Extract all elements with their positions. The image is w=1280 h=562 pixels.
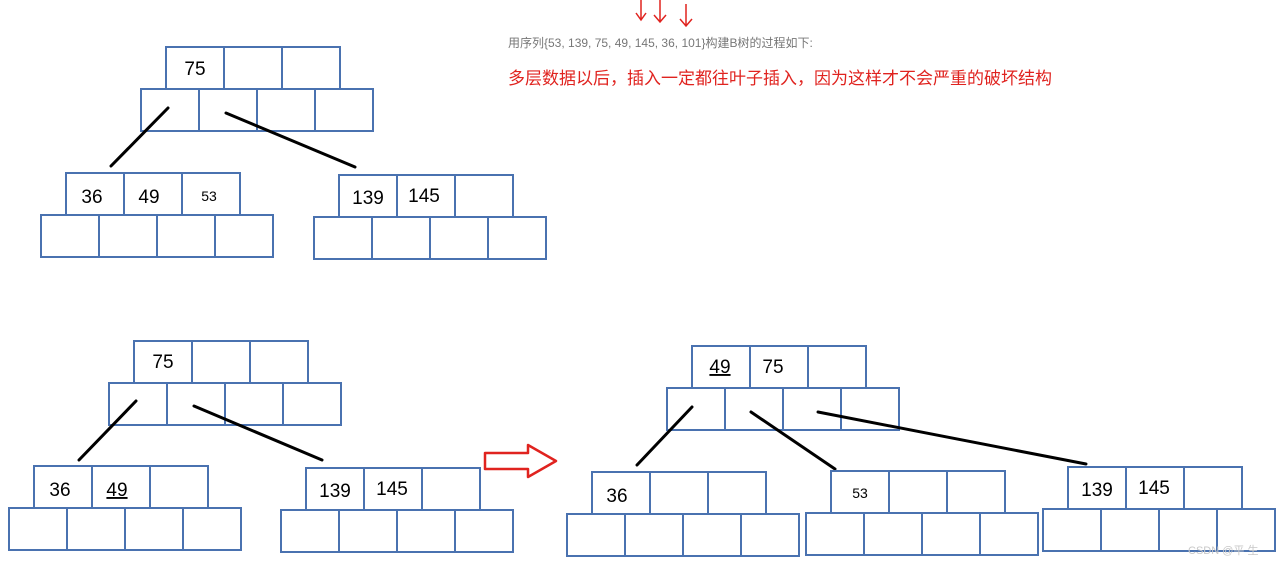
btree-step-1: 75 36 49 53 139 145 <box>40 46 547 260</box>
left-leaf-key-2: 49 <box>138 187 159 208</box>
left-leaf-node: 36 49 53 <box>40 172 274 258</box>
left-leaf-key-2: 49 <box>106 480 127 501</box>
btree-step-3: 49 75 36 53 <box>566 345 1276 557</box>
edge-root-to-left <box>77 399 138 462</box>
edge-root-to-left <box>635 405 694 467</box>
left-leaf-node: 36 49 <box>8 465 242 551</box>
edge-root-to-right <box>224 111 357 169</box>
right-leaf-key-2: 145 <box>408 186 440 207</box>
right-leaf-node: 139 145 <box>280 467 514 553</box>
left-leaf-key-1: 36 <box>49 480 70 501</box>
root-key-1: 75 <box>152 352 173 373</box>
left-leaf-node: 36 <box>566 471 800 557</box>
right-leaf-key-2: 145 <box>376 479 408 500</box>
root-node: 49 75 <box>666 345 900 431</box>
root-node: 75 <box>108 340 342 426</box>
right-leaf-node: 139 145 <box>313 174 547 260</box>
transition-arrow-icon <box>483 443 558 479</box>
root-node: 75 <box>140 46 374 132</box>
btree-step-2: 75 36 49 139 145 <box>8 340 514 553</box>
middle-leaf-key-1: 53 <box>852 485 868 501</box>
right-leaf-key-1: 139 <box>1081 480 1113 501</box>
sequence-caption: 用序列{53, 139, 75, 49, 145, 36, 101}构建B树的过… <box>508 36 813 50</box>
middle-leaf-node: 53 <box>805 470 1039 556</box>
right-leaf-node: 139 145 <box>1042 466 1276 552</box>
root-key-1: 49 <box>709 357 730 378</box>
right-leaf-key-1: 139 <box>352 188 384 209</box>
insertion-note: 多层数据以后，插入一定都往叶子插入，因为这样才不会严重的破坏结构 <box>508 69 1052 88</box>
root-key-1: 75 <box>184 59 205 80</box>
edge-root-to-right <box>192 404 324 462</box>
edge-root-to-middle <box>749 410 837 471</box>
edge-root-to-left <box>109 106 170 168</box>
right-leaf-key-2: 145 <box>1138 478 1170 499</box>
left-leaf-key-1: 36 <box>606 486 627 507</box>
left-leaf-key-1: 36 <box>81 187 102 208</box>
root-key-2: 75 <box>762 357 783 378</box>
right-leaf-key-1: 139 <box>319 481 351 502</box>
left-leaf-key-3: 53 <box>201 188 217 204</box>
watermark: CSDN @平 生 <box>1188 545 1259 557</box>
edge-root-to-right <box>816 410 1088 466</box>
pointer-arrows <box>635 0 693 28</box>
